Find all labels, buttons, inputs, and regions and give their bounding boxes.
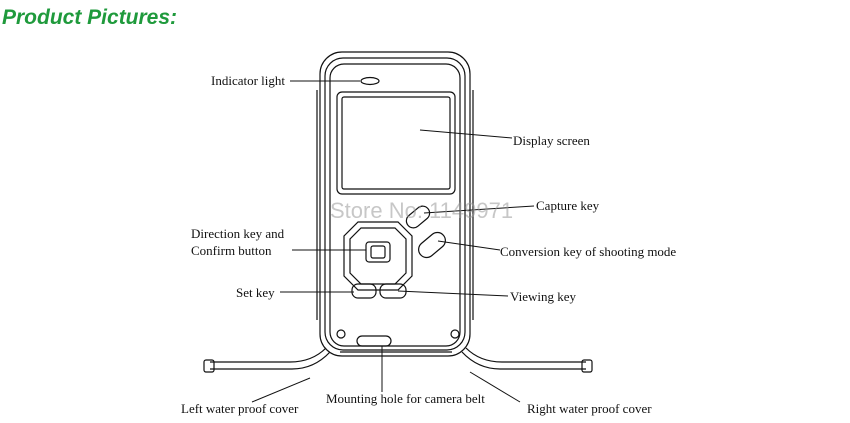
left-water-proof-cover <box>203 347 331 373</box>
display-screen-label: Display screen <box>513 133 590 148</box>
viewing-key-label: Viewing key <box>510 289 577 304</box>
conversion-key <box>418 231 446 259</box>
watermark: Store No: 1149971 <box>330 198 513 223</box>
mounting-hole <box>356 335 392 347</box>
capture-key-label: Capture key <box>536 198 600 213</box>
display-screen <box>336 91 456 195</box>
direction-key-label-line2: Confirm button <box>191 243 272 258</box>
indicator-light-label: Indicator light <box>211 73 285 88</box>
page-title: Product Pictures: <box>2 6 178 29</box>
right-water-proof-cover <box>461 347 593 373</box>
leader-lines <box>251 80 535 403</box>
direction-pad <box>343 221 413 291</box>
set-key-label: Set key <box>236 285 275 300</box>
right-cover-label: Right water proof cover <box>527 401 652 416</box>
direction-key-label-line1: Direction key and <box>191 226 285 241</box>
right-screw <box>450 329 460 339</box>
indicator-light <box>360 76 380 86</box>
left-cover-label: Left water proof cover <box>181 401 299 416</box>
set-key <box>351 283 377 299</box>
conversion-key-label: Conversion key of shooting mode <box>500 244 676 259</box>
mounting-hole-label: Mounting hole for camera belt <box>326 391 485 406</box>
camera-body <box>316 51 474 357</box>
capture-key <box>405 205 431 229</box>
left-screw <box>336 329 346 339</box>
